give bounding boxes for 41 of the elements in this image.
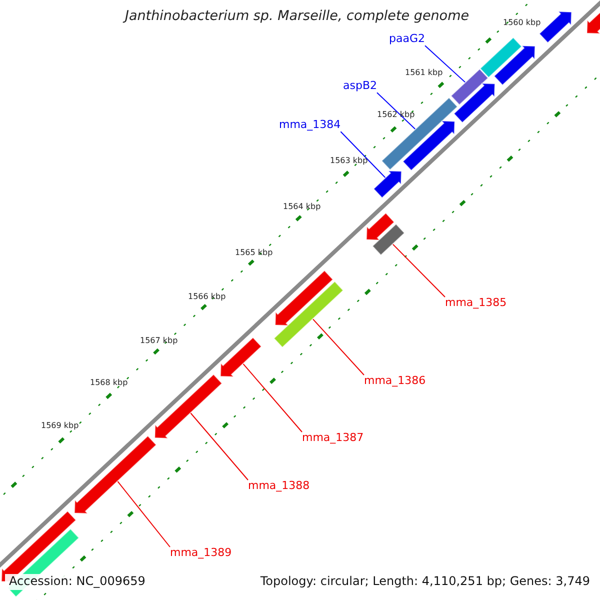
scale-label: 1562 kbp bbox=[377, 110, 415, 120]
gene-feature bbox=[373, 170, 402, 198]
gene-feature bbox=[220, 337, 262, 378]
gene-bar bbox=[273, 280, 344, 348]
scale-label: 1563 kbp bbox=[330, 156, 368, 166]
gene-label: aspB2 bbox=[343, 80, 377, 93]
gene-label: mma_1386 bbox=[364, 375, 426, 388]
leader-line bbox=[312, 318, 364, 376]
leader-line bbox=[424, 45, 466, 83]
scale-label: 1561 kbp bbox=[405, 68, 443, 78]
gene-feature bbox=[74, 435, 157, 514]
map-title: Janthinobacterium sp. Marseille, complete genome bbox=[125, 9, 470, 25]
gene-feature bbox=[366, 212, 395, 241]
leader-line bbox=[190, 412, 248, 480]
scale-label: 1565 kbp bbox=[235, 248, 273, 258]
gene-feature bbox=[453, 82, 496, 124]
gene-label: mma_1387 bbox=[302, 432, 364, 445]
leader-line bbox=[376, 92, 416, 130]
leader-line bbox=[392, 244, 446, 298]
gene-label: mma_1389 bbox=[170, 547, 232, 560]
leader-line bbox=[340, 131, 386, 178]
gene-label: mma_1384 bbox=[279, 119, 341, 132]
scale-label: 1560 kbp bbox=[503, 18, 541, 28]
gene-feature bbox=[494, 45, 536, 86]
scale-label: 1569 kbp bbox=[41, 421, 79, 430]
gene-label: mma_1388 bbox=[248, 480, 310, 493]
gene-feature bbox=[402, 120, 456, 171]
gene-feature bbox=[274, 270, 334, 326]
scale-label: 1568 kbp bbox=[90, 378, 128, 388]
scale-label: 1564 kbp bbox=[283, 202, 321, 212]
leader-line bbox=[117, 481, 170, 548]
gene-label: paaG2 bbox=[389, 33, 425, 46]
gene-label: mma_1385 bbox=[445, 297, 507, 310]
gene-feature bbox=[154, 374, 222, 439]
gene-feature bbox=[538, 11, 572, 44]
gene-bar bbox=[372, 224, 405, 256]
scale-label: 1566 kbp bbox=[188, 292, 226, 302]
scale-label: 1567 kbp bbox=[140, 336, 178, 346]
leader-line bbox=[242, 363, 302, 432]
gene-bar bbox=[450, 68, 489, 106]
gene-bar bbox=[480, 37, 522, 78]
